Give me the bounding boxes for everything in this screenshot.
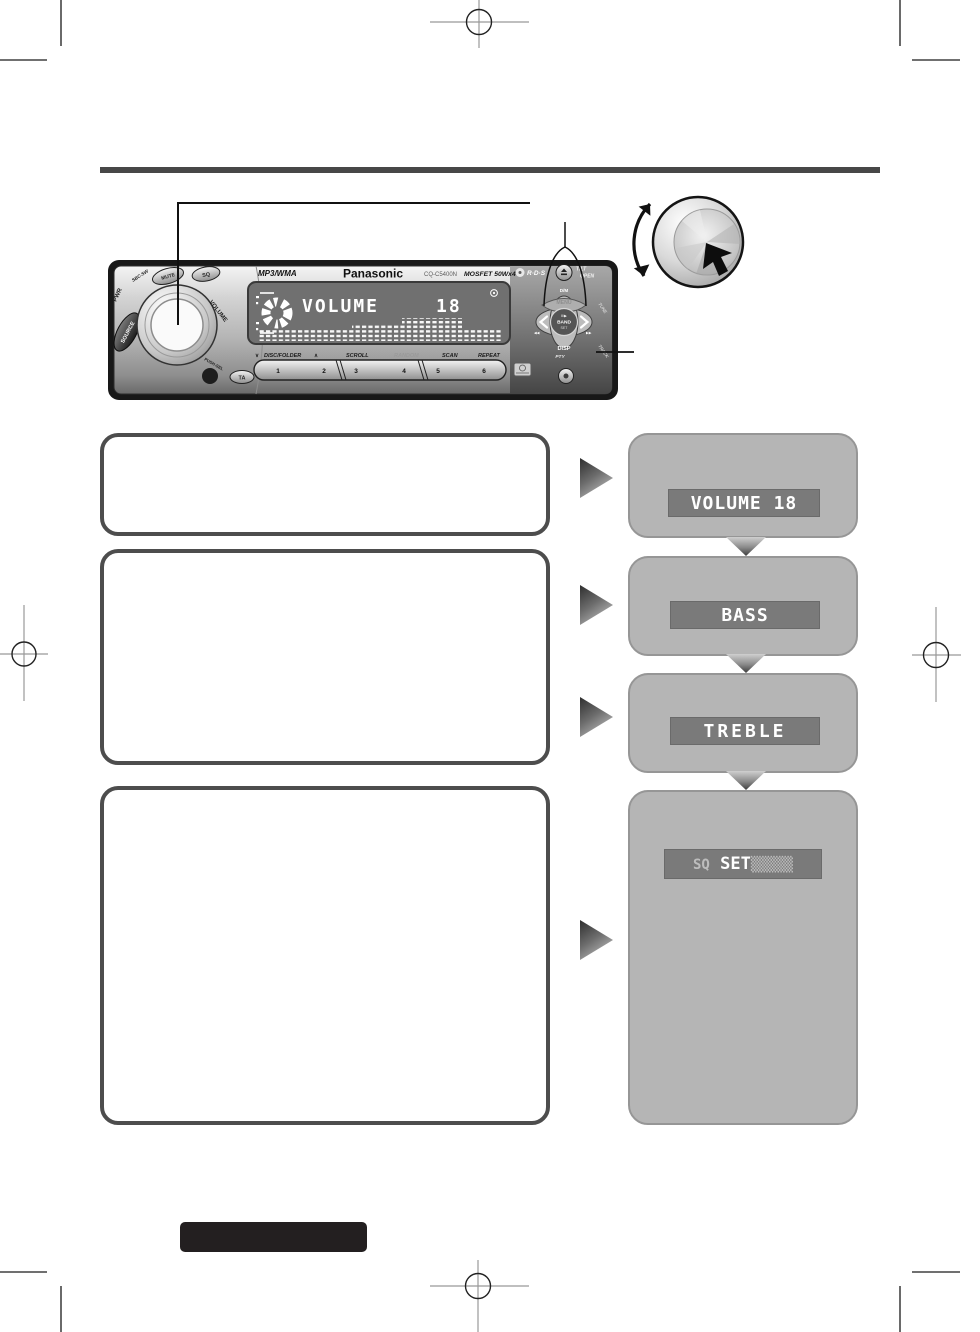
- pty-label: PTY: [555, 354, 565, 360]
- random-label: RANDOM: [394, 353, 419, 359]
- rds-logo: R·D·S: [527, 270, 546, 277]
- security-button: [558, 368, 574, 384]
- footer-black-box: [180, 1222, 367, 1252]
- skip-back-icon: ◀◀: [534, 331, 541, 335]
- push-arrow-icon: [703, 243, 732, 276]
- display-value-text: 18: [436, 296, 462, 317]
- flow-panel-volume: [628, 433, 858, 538]
- scroll-label: SCROLL: [346, 353, 369, 359]
- flow-panel-sq: [628, 790, 858, 1125]
- display-main-text: VOLUME: [302, 296, 379, 317]
- step-arrow-1: [580, 458, 613, 498]
- tilt-label-line1: TILT: [576, 267, 587, 273]
- joystick-right-arrow-icon: [579, 315, 590, 329]
- instruction-box-2: [100, 549, 550, 765]
- disp-label: DISP: [557, 346, 570, 352]
- model-label: CQ-C5400N: [424, 272, 457, 278]
- unit-display: VOLUME 18: [247, 281, 511, 345]
- pwr-label: PWR: [112, 287, 124, 303]
- preset-6: 6: [482, 368, 486, 375]
- step-arrow-3: [580, 697, 613, 737]
- step-arrow-4: [580, 920, 613, 960]
- lcd-bass: BASS: [670, 601, 820, 629]
- lcd-sq-dim-left: SQ: [693, 857, 710, 873]
- mute-label: MUTE: [161, 272, 177, 282]
- ta-button: TA: [229, 370, 255, 384]
- cd-badge: [513, 362, 532, 377]
- disc-up-arrow: ∧: [314, 353, 318, 359]
- lcd-sq-main: SET: [720, 854, 751, 874]
- reset-button: [202, 368, 218, 384]
- lcd-sq-dim-right: ▒▒▒▒▒: [750, 857, 793, 873]
- lcd-treble: TREBLE: [670, 717, 820, 745]
- ta-label: TA: [239, 376, 246, 382]
- head-unit-illustration: PWR SBC-SW MUTE SQ SOURCE VOLUME PUSH-SE…: [108, 260, 618, 400]
- preset-4: 4: [402, 368, 406, 375]
- tune-label: TUNE: [597, 302, 608, 315]
- tilt-label-line2: OPEN: [580, 274, 595, 280]
- eject-button: [555, 264, 573, 281]
- section-rule: [100, 167, 880, 173]
- lcd-sq-set: SQ SET▒▒▒▒▒: [664, 849, 822, 879]
- band-play-pause-label: II/▶: [561, 314, 568, 318]
- instruction-box-3: [100, 786, 550, 1125]
- flow-down-arrow-3: [726, 771, 766, 790]
- format-label: MP3/WMA: [258, 269, 297, 278]
- disc-down-arrow: ∨: [255, 353, 259, 359]
- preset-5: 5: [436, 368, 440, 375]
- joystick-left-arrow-icon: [538, 315, 549, 329]
- rotate-arrow-icon: [632, 202, 652, 277]
- preset-2: 2: [322, 368, 326, 375]
- band-label: BAND: [557, 320, 571, 326]
- instruction-box-1: [100, 433, 550, 536]
- power-label: MOSFET 50Wx4: [464, 271, 516, 278]
- flow-down-arrow-2: [726, 654, 766, 673]
- volume-knob-cap: [150, 298, 204, 352]
- brand-logo: Panasonic: [343, 267, 403, 281]
- preset-3: 3: [354, 368, 358, 375]
- skip-forward-icon: ▶▶: [586, 331, 593, 335]
- preset-1: 1: [276, 368, 280, 375]
- scan-label: SCAN: [442, 353, 459, 359]
- dm-label: D/M: [560, 288, 569, 293]
- preset-button-bar: [253, 359, 507, 381]
- band-set-label: SET: [561, 326, 569, 330]
- flow-down-arrow-1: [726, 537, 766, 556]
- source-button: SOURCE: [113, 312, 141, 352]
- knob-operation-illustration: [632, 195, 745, 289]
- lcd-volume: VOLUME 18: [668, 489, 820, 517]
- preset-row: ∨ DISC/FOLDER ∧ SCROLL RANDOM SCAN REPEA…: [253, 353, 507, 381]
- menu-label: MENU: [556, 300, 572, 306]
- step-arrow-2: [580, 585, 613, 625]
- disc-folder-label: DISC/FOLDER: [264, 353, 301, 359]
- repeat-label: REPEAT: [478, 353, 501, 359]
- band-button: [549, 307, 579, 337]
